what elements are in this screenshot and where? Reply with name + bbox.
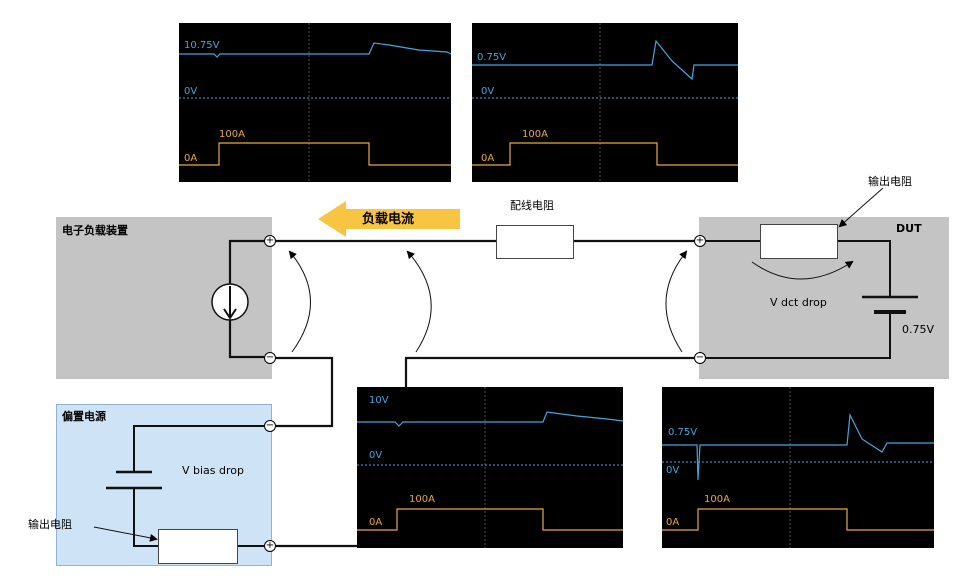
scope-bottom-left: 10V 0V 100A 0A [357, 387, 623, 548]
dut-title: DUT [896, 222, 922, 235]
bias-resistor-label: 输出电阻 [28, 518, 72, 531]
scope-zero-current-label: 0A [184, 153, 198, 164]
scope-zero-current-label: 0A [481, 153, 495, 164]
scope-zero-voltage-label: 0V [184, 86, 198, 97]
scope-voltage-label: 0.75V [668, 427, 698, 438]
bias-supply-title: 偏置电源 [62, 410, 106, 423]
wire-load-to-bias [276, 356, 334, 428]
load-plus-terminal: + [264, 235, 276, 247]
scope-top-right: 0.75V 0V 100A 0A [472, 23, 738, 182]
dut-output-resistor [760, 224, 838, 259]
bias-wire-top [133, 425, 264, 472]
scope-bottom-right-waveforms [662, 387, 934, 548]
dut-battery-label: 0.75V [902, 323, 935, 336]
scope-top-right-waveforms [472, 23, 738, 182]
bias-wire-bottom [133, 488, 158, 547]
dut-wire-return [706, 312, 891, 359]
dut-resistor-callout-line [838, 187, 884, 228]
electronic-load-title: 电子负载装置 [62, 224, 128, 237]
drop-arrow-load-icon [288, 250, 311, 353]
wire-dut-return [404, 356, 694, 387]
scope-bottom-left-waveforms [357, 387, 623, 548]
bias-resistor-callout-line [93, 526, 158, 542]
dut-minus-terminal: − [694, 352, 706, 364]
scope-zero-current-label: 0A [369, 517, 383, 528]
scope-current-label: 100A [409, 494, 435, 505]
dut-wire-out [838, 240, 891, 297]
current-source-arrowhead-icon [223, 308, 237, 320]
scope-zero-voltage-label: 0V [369, 450, 383, 461]
scope-zero-voltage-label: 0V [666, 465, 680, 476]
load-minus-terminal: − [264, 352, 276, 364]
dut-resistor-label: 输出电阻 [868, 175, 912, 188]
scope-voltage-label: 10V [369, 395, 389, 406]
scope-current-label: 100A [704, 494, 730, 505]
scope-top-left: 10.75V 0V 100A 0A [179, 23, 451, 182]
scope-current-label: 100A [219, 129, 245, 140]
bias-drop-label: V bias drop [182, 464, 245, 477]
bias-minus-terminal: − [264, 420, 276, 432]
scope-zero-voltage-label: 0V [481, 86, 495, 97]
bias-output-resistor [158, 529, 238, 564]
scope-bottom-right: 0.75V 0V 100A 0A [662, 387, 934, 548]
load-current-label: 负载电流 [362, 212, 415, 227]
dut-drop-label: V dct drop [770, 296, 827, 309]
drop-arrow-dut-icon [665, 250, 688, 353]
scope-zero-current-label: 0A [666, 517, 680, 528]
scope-voltage-label: 0.75V [477, 52, 507, 63]
dut-plus-terminal: + [694, 235, 706, 247]
wiring-resistor [496, 225, 574, 259]
wiring-resistor-label: 配线电阻 [510, 199, 554, 212]
scope-voltage-label: 10.75V [184, 40, 220, 51]
scope-current-label: 100A [522, 129, 548, 140]
bias-plus-terminal: + [264, 540, 276, 552]
scope-top-left-waveforms [179, 23, 451, 182]
load-current-arrow-icon [318, 201, 460, 237]
dut-drop-arrow-icon [751, 260, 854, 280]
drop-arrow-wire-icon [406, 250, 432, 353]
